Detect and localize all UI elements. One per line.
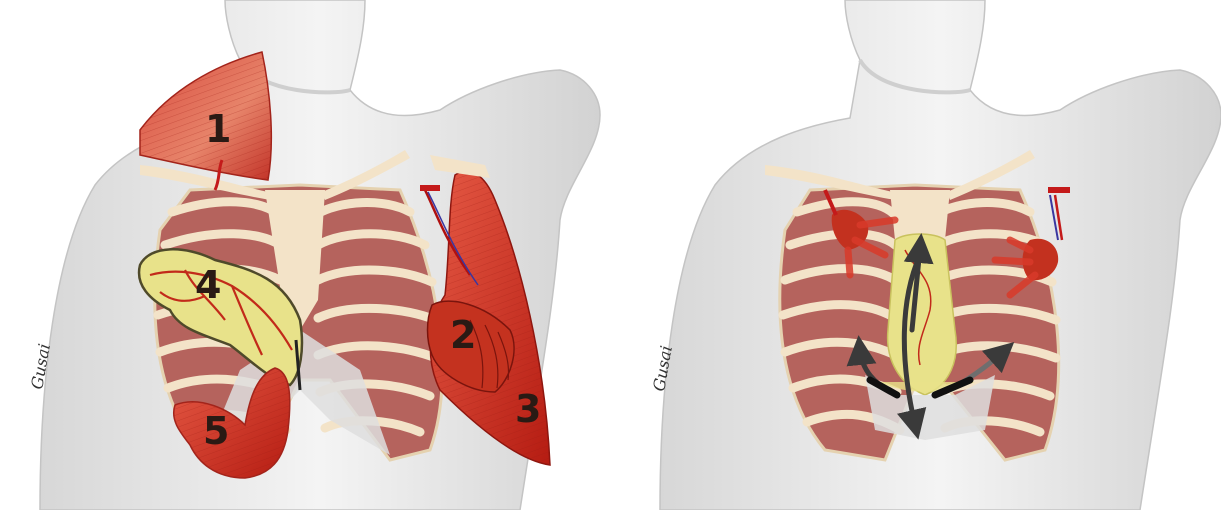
label-4: 4 <box>195 263 221 307</box>
label-1: 1 <box>205 107 231 151</box>
left-panel: 1 4 2 3 5 Gusai <box>27 0 600 510</box>
label-5: 5 <box>203 409 229 453</box>
label-3: 3 <box>515 387 541 431</box>
right-panel: Gusai <box>649 0 1221 510</box>
label-2: 2 <box>450 313 476 357</box>
